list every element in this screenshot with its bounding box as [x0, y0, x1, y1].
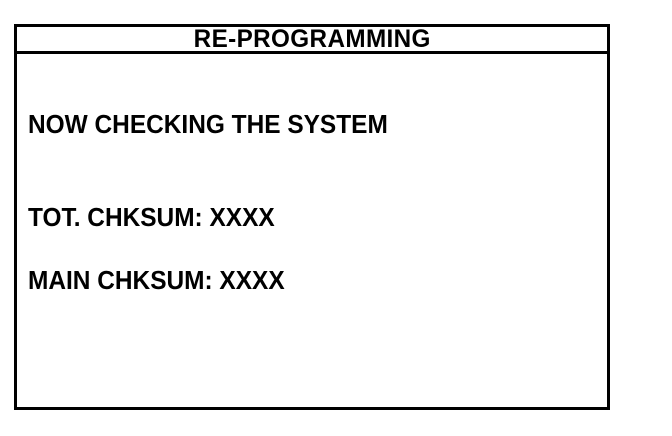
main-checksum-row: MAIN CHKSUM: XXXX [28, 265, 285, 295]
reprogramming-screen: RE-PROGRAMMING NOW CHECKING THE SYSTEM T… [14, 24, 610, 410]
screen-title-bar: RE-PROGRAMMING [17, 24, 607, 54]
total-checksum-row: TOT. CHKSUM: XXXX [28, 202, 275, 232]
status-message: NOW CHECKING THE SYSTEM [28, 109, 388, 139]
page-title: RE-PROGRAMMING [193, 24, 431, 53]
screen-content-area: NOW CHECKING THE SYSTEM TOT. CHKSUM: XXX… [17, 54, 607, 407]
